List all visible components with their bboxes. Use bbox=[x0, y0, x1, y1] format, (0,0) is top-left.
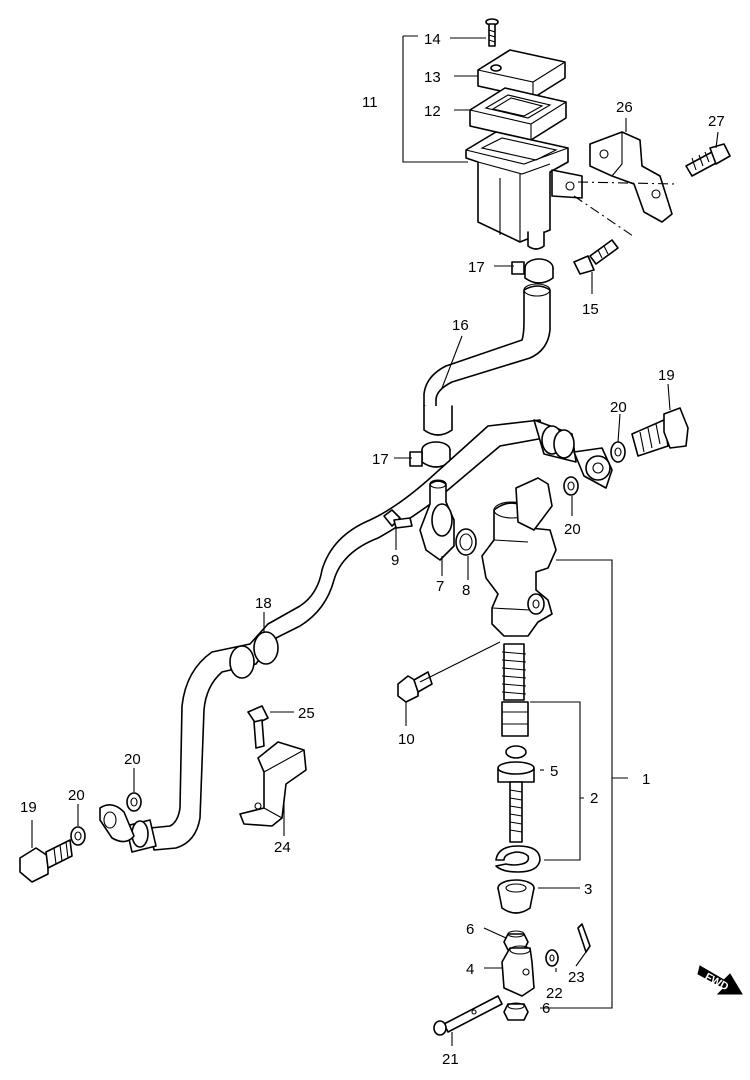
nut-lower bbox=[503, 1002, 529, 1021]
label-9: 9 bbox=[391, 552, 399, 569]
label-20-upper: 20 bbox=[610, 399, 627, 416]
reservoir-screw bbox=[485, 18, 499, 47]
clevis-pin bbox=[433, 995, 503, 1036]
label-25: 25 bbox=[298, 705, 315, 722]
label-20-middle: 20 bbox=[564, 521, 581, 538]
label-6-lower: 6 bbox=[542, 1000, 550, 1017]
label-19-lower: 19 bbox=[20, 799, 37, 816]
label-21: 21 bbox=[442, 1051, 459, 1068]
label-2: 2 bbox=[590, 790, 598, 807]
label-13: 13 bbox=[424, 69, 441, 86]
circlip bbox=[495, 845, 541, 873]
label-17-upper: 17 bbox=[468, 259, 485, 276]
reservoir-body bbox=[465, 131, 583, 250]
pushrod-boot bbox=[501, 643, 527, 701]
bracket-screw bbox=[247, 705, 269, 749]
label-23: 23 bbox=[568, 969, 585, 986]
label-3: 3 bbox=[584, 881, 592, 898]
reservoir-mount-bolt bbox=[573, 239, 619, 275]
label-10: 10 bbox=[398, 731, 415, 748]
label-27: 27 bbox=[708, 113, 725, 130]
label-6-upper: 6 bbox=[466, 921, 474, 938]
banjo-washer-upper-2 bbox=[563, 476, 579, 496]
label-14: 14 bbox=[424, 31, 441, 48]
bracket bbox=[589, 131, 673, 223]
label-5: 5 bbox=[550, 763, 558, 780]
reservoir-hose bbox=[423, 283, 551, 436]
bracket-bolt bbox=[685, 143, 731, 177]
inlet-connector bbox=[419, 479, 455, 561]
label-1: 1 bbox=[642, 771, 650, 788]
label-12: 12 bbox=[424, 103, 441, 120]
label-20-lower-left: 20 bbox=[68, 787, 85, 804]
fwd-label: FWD bbox=[703, 971, 731, 993]
clevis bbox=[501, 945, 535, 997]
reservoir-diaphragm bbox=[469, 87, 567, 141]
inlet-screw bbox=[383, 509, 413, 529]
label-7: 7 bbox=[436, 578, 444, 595]
banjo-bolt-lower bbox=[19, 839, 73, 883]
brake-hose bbox=[125, 419, 577, 853]
fwd-arrow-icon: FWD bbox=[697, 965, 743, 995]
pushrod-assembly bbox=[497, 701, 535, 843]
label-24: 24 bbox=[274, 839, 291, 856]
washer-22 bbox=[545, 949, 559, 967]
banjo-upper bbox=[573, 447, 613, 489]
label-20-lower-right: 20 bbox=[124, 751, 141, 768]
nut-upper bbox=[503, 930, 529, 951]
banjo-lower bbox=[99, 804, 135, 843]
mounting-bolt bbox=[397, 671, 433, 703]
label-19-upper: 19 bbox=[658, 367, 675, 384]
hose-guide-bracket bbox=[239, 741, 307, 827]
inlet-o-ring bbox=[455, 528, 477, 556]
label-15: 15 bbox=[582, 301, 599, 318]
label-17-lower: 17 bbox=[372, 451, 389, 468]
reservoir-clamp-upper bbox=[511, 258, 554, 284]
label-22: 22 bbox=[546, 985, 563, 1002]
reservoir-cap bbox=[477, 49, 566, 99]
master-cylinder-body bbox=[481, 477, 557, 637]
label-11: 11 bbox=[362, 94, 378, 111]
hose-clamp-lower bbox=[409, 441, 451, 468]
label-26: 26 bbox=[616, 99, 633, 116]
boot bbox=[497, 879, 535, 914]
label-18: 18 bbox=[255, 595, 272, 612]
label-16: 16 bbox=[452, 317, 469, 334]
banjo-washer-lower-2 bbox=[126, 792, 142, 812]
banjo-washer-upper-1 bbox=[610, 441, 626, 463]
cotter-pin bbox=[577, 923, 591, 953]
label-4: 4 bbox=[466, 961, 474, 978]
label-8: 8 bbox=[462, 582, 470, 599]
banjo-washer-lower-1 bbox=[70, 826, 86, 846]
banjo-bolt-upper bbox=[631, 407, 689, 457]
